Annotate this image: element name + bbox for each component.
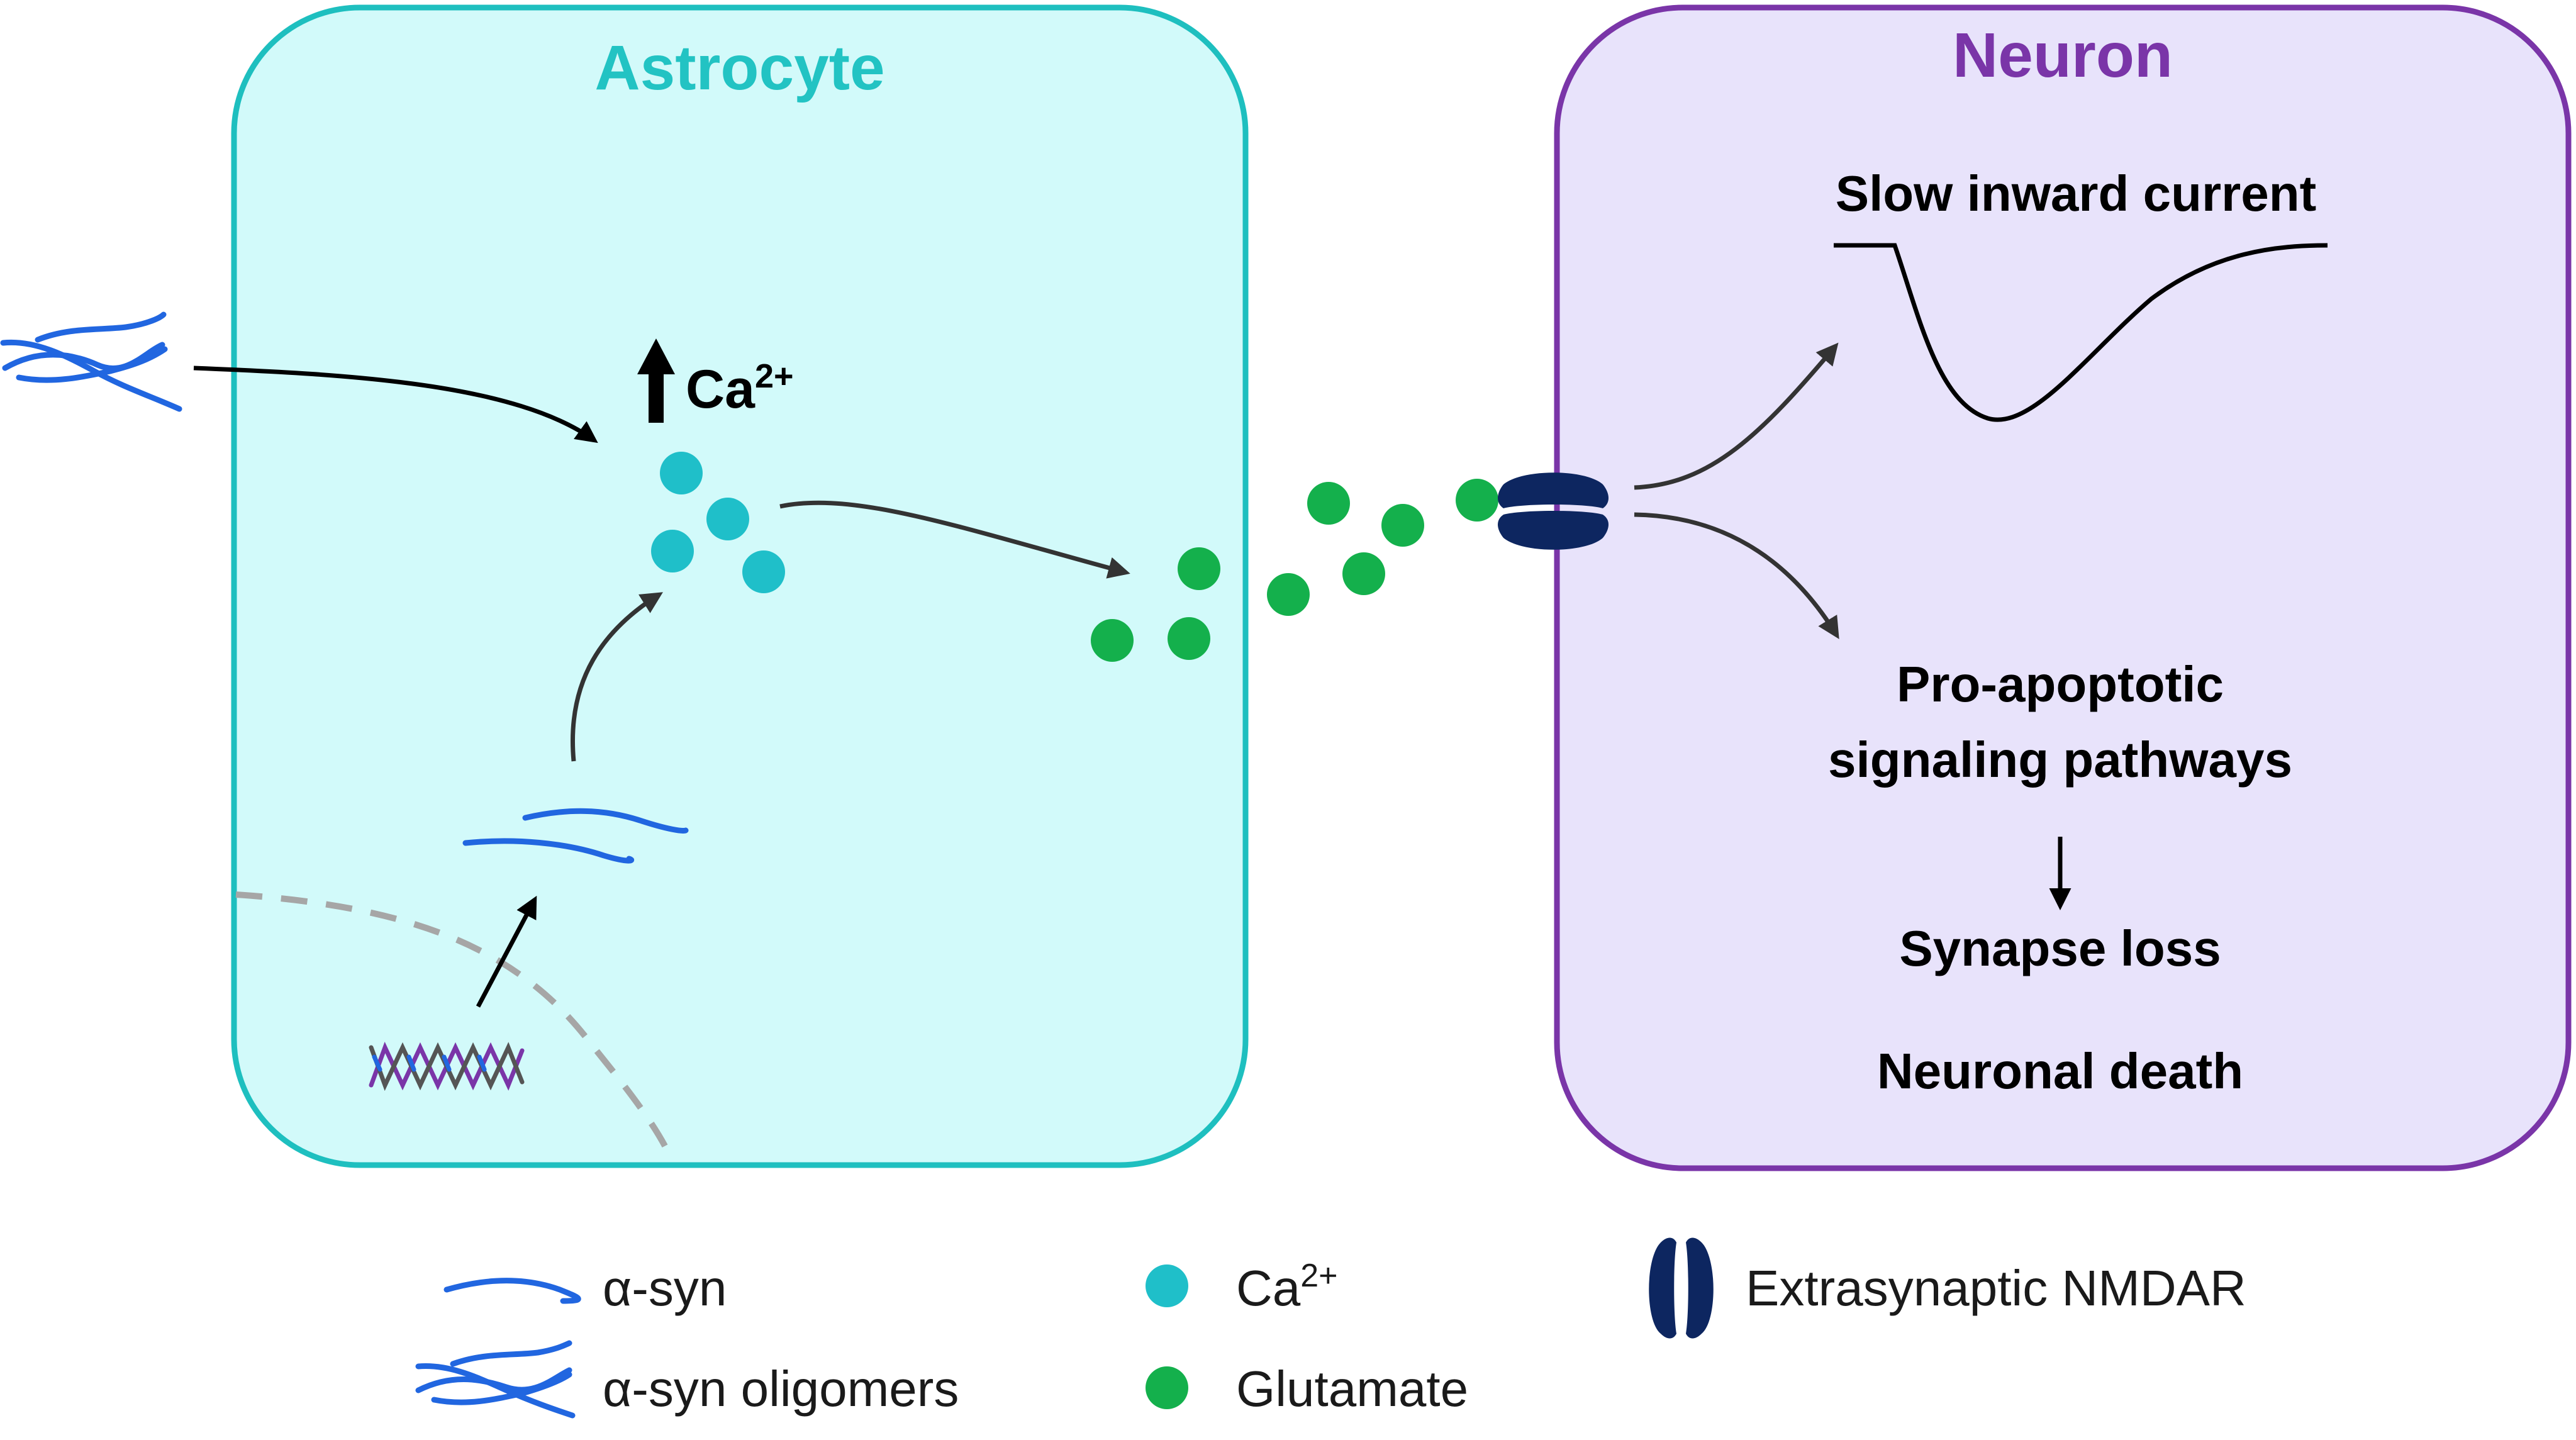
pro-apoptotic-label-line1: Pro-apoptotic: [1897, 656, 2224, 712]
slow-current-trace: [1834, 243, 2328, 422]
asyn-icon: [462, 808, 689, 864]
legend-glutamate-icon: [1146, 1366, 1188, 1409]
legend-calcium-label: Ca2+: [1236, 1258, 1338, 1316]
astrocyte-cell: [231, 4, 1249, 1168]
calcium-increase-arrow: [637, 338, 675, 423]
glutamate-molecule: [1456, 479, 1498, 522]
calcium-ion: [660, 452, 703, 494]
slow-current-label: Slow inward current: [1836, 165, 2317, 221]
arrow-nmdar-to-apoptotic: [1634, 512, 1839, 639]
legend: α-syn α-syn oligomers Ca2+ Glutamate Ext…: [415, 1237, 2246, 1419]
asyn-oligomers-icon: [0, 311, 182, 412]
glutamate-molecule: [1342, 552, 1385, 595]
neuronal-death-label: Neuronal death: [1877, 1043, 2243, 1099]
calcium-ion: [706, 498, 749, 540]
neuron-title: Neuron: [1953, 20, 2173, 91]
glutamate-molecule: [1178, 547, 1220, 590]
dna-icon: [369, 1041, 525, 1091]
nmdar-receptor-icon: [1498, 472, 1609, 550]
arrow-oligomers-to-calcium: [193, 366, 598, 444]
legend-nmdar-icon: [1649, 1237, 1714, 1339]
glutamate-molecule: [1307, 482, 1350, 525]
legend-glutamate-label: Glutamate: [1236, 1361, 1468, 1417]
calcium-ion: [651, 530, 694, 572]
astrocyte-title: Astrocyte: [594, 33, 884, 103]
arrow-dna-to-asyn: [476, 895, 537, 1008]
legend-asyn-label: α-syn: [603, 1260, 727, 1316]
synapse-loss-label: Synapse loss: [1899, 920, 2221, 976]
calcium-ion: [742, 550, 785, 593]
glutamate-molecule: [1267, 573, 1310, 616]
calcium-cluster: [651, 452, 785, 593]
pro-apoptotic-label-line2: signaling pathways: [1828, 732, 2292, 788]
glutamate-molecule: [1168, 617, 1210, 660]
glutamate-cluster: [1091, 479, 1498, 662]
legend-calcium-icon: [1146, 1264, 1188, 1307]
legend-asyn-oligomers-label: α-syn oligomers: [603, 1361, 959, 1417]
calcium-increase-label: Ca2+: [686, 357, 794, 420]
glutamate-molecule: [1091, 619, 1134, 662]
arrow-calcium-to-glutamate: [779, 500, 1130, 579]
glutamate-molecule: [1381, 504, 1424, 547]
legend-asyn-icon: [443, 1278, 581, 1304]
legend-asyn-oligomers-icon: [415, 1340, 576, 1419]
legend-nmdar-label: Extrasynaptic NMDAR: [1746, 1260, 2246, 1316]
nucleus-boundary: [235, 891, 675, 1162]
arrow-asyn-to-calcium: [571, 592, 663, 762]
arrow-nmdar-to-current: [1634, 342, 1839, 490]
neuron-cell: [1554, 4, 2572, 1171]
